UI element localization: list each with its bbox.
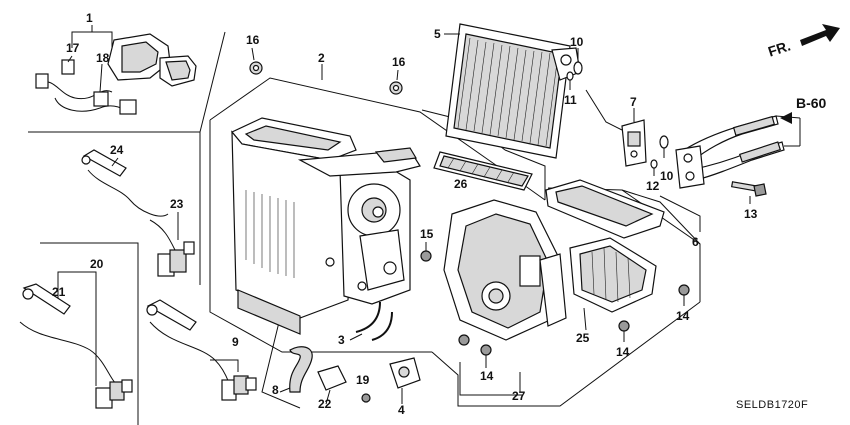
label-25: 25 (576, 331, 590, 345)
part-7-expansion-valve (585, 89, 647, 167)
label-8: 8 (272, 383, 279, 397)
part-27-lower-case (443, 199, 567, 392)
callout-labels: 1 17 18 16 2 16 5 10 11 7 12 10 13 6 24 … (52, 11, 758, 417)
label-9: 9 (232, 335, 239, 349)
part-8-hose (279, 346, 313, 393)
label-19: 19 (356, 373, 370, 387)
ref-b60-label: B-60 (796, 95, 827, 111)
part-22-clip (317, 365, 347, 405)
part-23-connector (149, 212, 195, 277)
label-14a: 14 (676, 309, 690, 323)
front-label: FR. (766, 37, 792, 59)
part-26-filter (433, 151, 533, 191)
label-5: 5 (434, 27, 441, 41)
part-16-grommets (249, 47, 403, 95)
label-1: 1 (86, 11, 93, 25)
diagram-code: SELDB1720F (736, 399, 808, 411)
part-3-link-rod (349, 301, 393, 341)
label-16a: 16 (246, 33, 260, 47)
label-15: 15 (420, 227, 434, 241)
label-24: 24 (110, 143, 124, 157)
part-9-harness (146, 299, 257, 401)
label-14b: 14 (616, 345, 630, 359)
label-11: 11 (564, 93, 577, 107)
part-10-11-orings (566, 48, 669, 176)
part-20-21-harness (19, 271, 133, 409)
label-18: 18 (96, 51, 110, 65)
part-6-pipe (659, 115, 801, 232)
screws (361, 242, 690, 403)
label-10b: 10 (660, 169, 674, 183)
front-arrow-icon (800, 24, 840, 46)
label-13: 13 (744, 207, 758, 221)
label-16b: 16 (392, 55, 406, 69)
part-5-evaporator (444, 23, 581, 159)
label-12: 12 (646, 179, 660, 193)
part-24-sensor (81, 149, 169, 217)
label-14c: 14 (480, 369, 494, 383)
part-1-harness-group (35, 25, 197, 115)
label-23: 23 (170, 197, 184, 211)
label-10a: 10 (570, 35, 584, 49)
label-3: 3 (338, 333, 345, 347)
label-21: 21 (52, 285, 66, 299)
part-25-blower-housing (569, 237, 657, 331)
label-7: 7 (630, 95, 637, 109)
label-20: 20 (90, 257, 104, 271)
label-17: 17 (66, 41, 80, 55)
part-2-heater-case (231, 64, 421, 335)
label-6: 6 (692, 235, 699, 249)
evaporator-tray (545, 179, 665, 239)
label-26: 26 (454, 177, 468, 191)
b60-reference: B-60 (780, 95, 827, 124)
group-outlines (28, 31, 701, 425)
part-13-bolt (730, 181, 767, 204)
label-27: 27 (512, 389, 526, 403)
label-2: 2 (318, 51, 325, 65)
label-4: 4 (398, 403, 405, 417)
part-4-servo (389, 357, 421, 404)
front-direction-indicator: FR. (766, 24, 840, 60)
label-22: 22 (318, 397, 332, 411)
